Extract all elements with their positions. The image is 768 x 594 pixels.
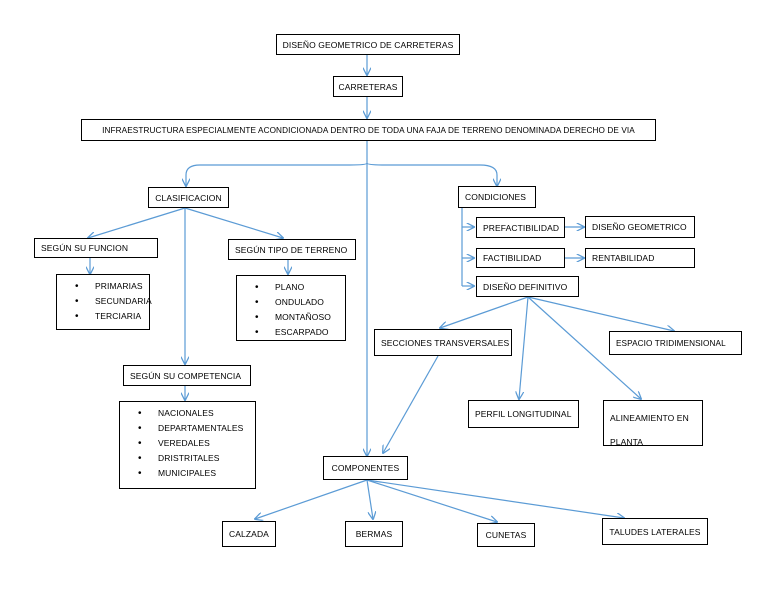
connector xyxy=(440,296,529,328)
connector xyxy=(366,162,497,186)
node-secciones-transversales: SECCIONES TRANSVERSALES xyxy=(374,329,512,356)
node-alineamiento-planta: ALINEAMIENTO EN PLANTA xyxy=(603,400,703,447)
list-item: PLANO xyxy=(255,280,345,295)
node-infraestructura: INFRAESTRUCTURA ESPECIALMENTE ACONDICION… xyxy=(81,119,656,141)
connector xyxy=(88,207,186,238)
connector xyxy=(519,296,529,399)
node-cunetas: CUNETAS xyxy=(477,523,535,547)
connector xyxy=(186,162,368,186)
connector xyxy=(383,355,439,453)
connector xyxy=(255,479,368,519)
node-condiciones: CONDICIONES xyxy=(458,186,536,208)
list-item: VEREDALES xyxy=(138,436,255,451)
node-espacio-tridimensional: ESPACIO TRIDIMENSIONAL xyxy=(609,331,742,355)
list-segun-terreno: PLANO ONDULADO MONTAÑOSO ESCARPADO xyxy=(236,275,346,341)
node-diseno-definitivo: DISEÑO DEFINITIVO xyxy=(476,276,579,297)
connector xyxy=(366,479,497,522)
list-item: TERCIARIA xyxy=(75,309,149,324)
node-clasificacion: CLASIFICACION xyxy=(148,187,229,208)
list-item: DRISTRITALES xyxy=(138,451,255,466)
node-bermas: BERMAS xyxy=(345,521,403,547)
connector xyxy=(527,296,641,399)
list-item: SECUNDARIA xyxy=(75,294,152,309)
list-item: PRIMARIAS xyxy=(75,279,149,294)
connector xyxy=(527,296,674,331)
node-diseno-geometrico-carreteras: DISEÑO GEOMETRICO DE CARRETERAS xyxy=(276,34,460,55)
list-item: NACIONALES xyxy=(138,406,255,421)
list-item: MUNICIPALES xyxy=(138,466,255,481)
node-segun-competencia: SEGÚN SU COMPETENCIA xyxy=(123,365,251,386)
node-taludes-laterales: TALUDES LATERALES xyxy=(602,518,708,545)
node-prefactibilidad: PREFACTIBILIDAD xyxy=(476,217,565,238)
node-perfil-longitudinal: PERFIL LONGITUDINAL xyxy=(468,400,579,428)
list-item: DEPARTAMENTALES xyxy=(138,421,255,436)
node-rentabilidad: RENTABILIDAD xyxy=(585,248,695,268)
connector xyxy=(184,207,283,238)
node-carreteras: CARRETERAS xyxy=(333,76,403,97)
node-diseno-geometrico: DISEÑO GEOMETRICO xyxy=(585,216,695,238)
node-calzada: CALZADA xyxy=(222,521,276,547)
connector xyxy=(366,479,624,518)
list-item: ONDULADO xyxy=(255,295,345,310)
list-segun-funcion: PRIMARIAS SECUNDARIA TERCIARIA xyxy=(56,274,152,330)
node-segun-funcion: SEGÚN SU FUNCION xyxy=(34,238,158,258)
list-item: ESCARPADO xyxy=(255,325,345,340)
connector xyxy=(366,479,373,519)
node-segun-terreno: SEGÚN TIPO DE TERRENO xyxy=(228,239,356,260)
node-componentes: COMPONENTES xyxy=(323,456,408,480)
node-factibilidad: FACTIBILIDAD xyxy=(476,248,565,268)
list-item: MONTAÑOSO xyxy=(255,310,345,325)
list-segun-competencia: NACIONALES DEPARTAMENTALES VEREDALES DRI… xyxy=(119,401,256,489)
